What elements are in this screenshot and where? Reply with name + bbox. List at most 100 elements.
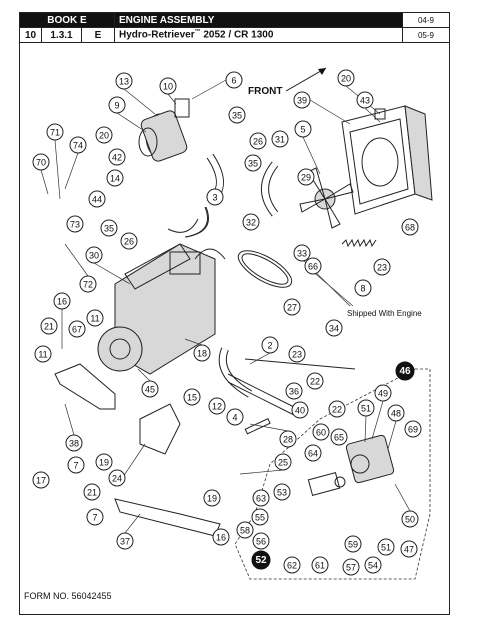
callout-circle [193,344,211,362]
callout-5: 5 [294,120,312,138]
callout-11: 11 [86,309,104,327]
callout-circle [100,219,118,237]
callout-circle [274,453,292,471]
form-number: FORM NO. 56042455 [24,591,112,601]
callout-number: 16 [57,297,67,307]
callout-number: 15 [187,393,197,403]
air-cleaner [138,98,190,162]
callout-23: 23 [288,345,306,363]
callout-number: 7 [92,513,97,523]
callout-number: 57 [346,563,356,573]
callout-number: 43 [360,96,370,106]
callout-21: 21 [83,483,101,501]
callout-number: 49 [378,389,388,399]
engine-block [97,243,226,375]
callout-circle [273,483,291,501]
callout-circle [228,106,246,124]
callout-circle [106,169,124,187]
callout-number: 35 [232,111,242,121]
callout-circle [294,120,312,138]
model-numbers: 2052 / CR 1300 [200,29,274,41]
callout-number: 18 [197,349,207,359]
callout-number: 22 [310,377,320,387]
callout-25: 25 [274,453,292,471]
callout-45: 45 [141,380,159,398]
callout-26: 26 [249,132,267,150]
callout-circle [374,384,392,402]
callout-7: 7 [67,456,85,474]
callout-number: 20 [99,131,109,141]
callout-circle [373,258,391,276]
callout-38: 38 [65,434,83,452]
callout-number: 16 [216,533,226,543]
radiator [341,105,433,215]
callout-circle [251,508,269,526]
callout-6: 6 [225,71,243,89]
callout-number: 58 [240,526,250,536]
callout-circle [337,69,355,87]
callout-73: 73 [66,215,84,233]
callout-27: 27 [283,298,301,316]
callout-number: 11 [90,314,99,324]
callout-circle [108,469,126,487]
callout-circle [401,510,419,528]
callout-number: 10 [163,82,173,92]
callout-circle [65,434,83,452]
front-arrowhead [318,68,326,75]
callout-number: 66 [308,262,318,272]
callout-circle [206,188,224,206]
callout-number: 45 [145,385,155,395]
callout-number: 36 [289,387,299,397]
callout-number: 23 [292,350,302,360]
callout-40: 40 [291,401,309,419]
callout-circle [115,72,133,90]
callout-number: 44 [92,195,102,205]
callout-51: 51 [357,399,375,417]
callout-55: 55 [251,508,269,526]
callout-number: 65 [334,433,344,443]
callout-circle [212,528,230,546]
callout-circle [40,317,58,335]
callout-69: 69 [404,420,422,438]
callout-circle [344,535,362,553]
callout-number: 48 [391,409,401,419]
callout-circle [85,246,103,264]
callout-circle [279,430,297,448]
callout-number: 12 [212,402,222,412]
callout-number: 63 [256,494,266,504]
callout-36: 36 [285,382,303,400]
callout-18: 18 [193,344,211,362]
callout-number: 62 [287,561,297,571]
callout-circle [242,213,260,231]
callout-number: 14 [110,174,120,184]
callout-circle [208,397,226,415]
callout-59: 59 [344,535,362,553]
callout-number: 33 [297,249,307,259]
callout-35: 35 [244,154,262,172]
callout-circle [356,91,374,109]
callout-circle [357,399,375,417]
callout-number: 52 [255,555,267,566]
leader-lines [40,79,411,534]
mount-bracket-left [54,363,116,410]
callout-circle [34,345,52,363]
callout-number: 24 [112,474,122,484]
callout-circle [69,136,87,154]
callout-circle [252,489,270,507]
callout-circle [95,126,113,144]
callout-60: 60 [312,423,330,441]
callout-number: 5 [300,125,305,135]
callout-19: 19 [203,489,221,507]
callout-61: 61 [311,556,329,574]
callout-circle [159,77,177,95]
callout-circle [311,556,329,574]
callout-number: 53 [277,488,287,498]
callout-circle [304,257,322,275]
callout-number: 6 [231,76,236,86]
col-section: 1.3.1 [41,27,82,43]
callout-number: 74 [73,141,83,151]
callout-circle [330,428,348,446]
callout-number: 64 [308,449,318,459]
callout-50: 50 [401,510,419,528]
